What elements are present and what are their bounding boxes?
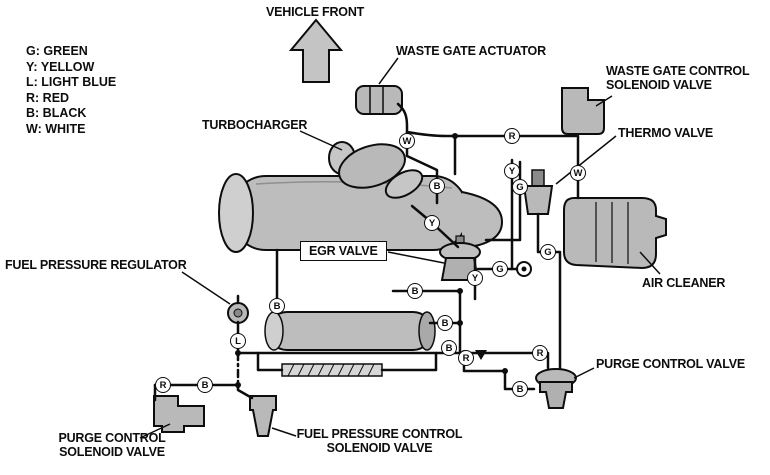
fuel-pressure-control-solenoid-valve-shape bbox=[249, 395, 277, 437]
hose-marker-yellow: Y bbox=[504, 163, 520, 179]
braided-hose-shape bbox=[281, 363, 383, 377]
purge-control-valve-shape bbox=[535, 368, 577, 409]
hose-marker-black: B bbox=[441, 340, 457, 356]
hose-marker-green: G bbox=[512, 179, 528, 195]
leader-lines bbox=[139, 57, 661, 439]
hose-marker-black: B bbox=[512, 381, 528, 397]
hose-marker-red: R bbox=[532, 345, 548, 361]
label-purge-control-valve: PURGE CONTROL VALVE bbox=[596, 357, 745, 371]
hose-marker-light-blue: L bbox=[230, 333, 246, 349]
hose-marker-black: B bbox=[269, 298, 285, 314]
label-egr-valve: EGR VALVE bbox=[300, 241, 387, 261]
label-purge-control-solenoid-valve: PURGE CONTROL SOLENOID VALVE bbox=[58, 431, 166, 459]
hose-marker-red: R bbox=[155, 377, 171, 393]
hose-marker-green: G bbox=[492, 261, 508, 277]
label-waste-gate-actuator: WASTE GATE ACTUATOR bbox=[396, 44, 546, 58]
hose-marker-yellow: Y bbox=[424, 215, 440, 231]
vehicle-front-arrow bbox=[288, 18, 344, 83]
check-valve-symbol bbox=[475, 350, 487, 360]
vacuum-port-shape bbox=[516, 261, 532, 277]
hose-marker-black: B bbox=[437, 315, 453, 331]
egr-valve-shape bbox=[439, 235, 481, 281]
label-fuel-pressure-control-solenoid-valve: FUEL PRESSURE CONTROL SOLENOID VALVE bbox=[296, 427, 463, 455]
hose-marker-red: R bbox=[458, 350, 474, 366]
hose-marker-black: B bbox=[407, 283, 423, 299]
hose-marker-green: G bbox=[540, 244, 556, 260]
legend-item-yellow: Y: YELLOW bbox=[26, 59, 95, 74]
label-waste-gate-control-solenoid-valve: WASTE GATE CONTROL SOLENOID VALVE bbox=[606, 64, 750, 92]
purge-control-solenoid-valve-shape bbox=[153, 395, 205, 433]
hose-marker-black: B bbox=[197, 377, 213, 393]
hose-marker-yellow: Y bbox=[467, 270, 483, 286]
legend-item-green: G: GREEN bbox=[26, 44, 88, 58]
label-fuel-pressure-regulator: FUEL PRESSURE REGULATOR bbox=[5, 258, 187, 272]
hose-marker-white: W bbox=[399, 133, 415, 149]
label-turbocharger: TURBOCHARGER bbox=[202, 118, 308, 132]
air-cleaner-shape bbox=[563, 197, 667, 270]
waste-gate-control-solenoid-valve-shape bbox=[561, 87, 605, 135]
legend-item-light-blue: L: LIGHT BLUE bbox=[26, 75, 117, 89]
legend-item-white: W: WHITE bbox=[26, 121, 86, 136]
fuel-pressure-regulator-shape bbox=[227, 302, 249, 324]
legend-item-red: R: RED bbox=[26, 90, 70, 105]
label-vehicle-front: VEHICLE FRONT bbox=[266, 5, 365, 19]
label-thermo-valve: THERMO VALVE bbox=[618, 126, 714, 140]
turbocharger-shape bbox=[328, 141, 424, 199]
hose-marker-red: R bbox=[504, 128, 520, 144]
thermo-valve-shape bbox=[522, 169, 554, 215]
waste-gate-actuator-shape bbox=[355, 85, 403, 115]
lower-chamber-shape bbox=[264, 311, 436, 351]
hose-marker-black: B bbox=[429, 178, 445, 194]
legend-item-black: B: BLACK bbox=[26, 106, 87, 120]
color-code-legend: G: GREEN Y: YELLOW L: LIGHT BLUE R: RED … bbox=[26, 44, 116, 137]
label-air-cleaner: AIR CLEANER bbox=[642, 276, 726, 290]
hose-marker-white: W bbox=[570, 165, 586, 181]
